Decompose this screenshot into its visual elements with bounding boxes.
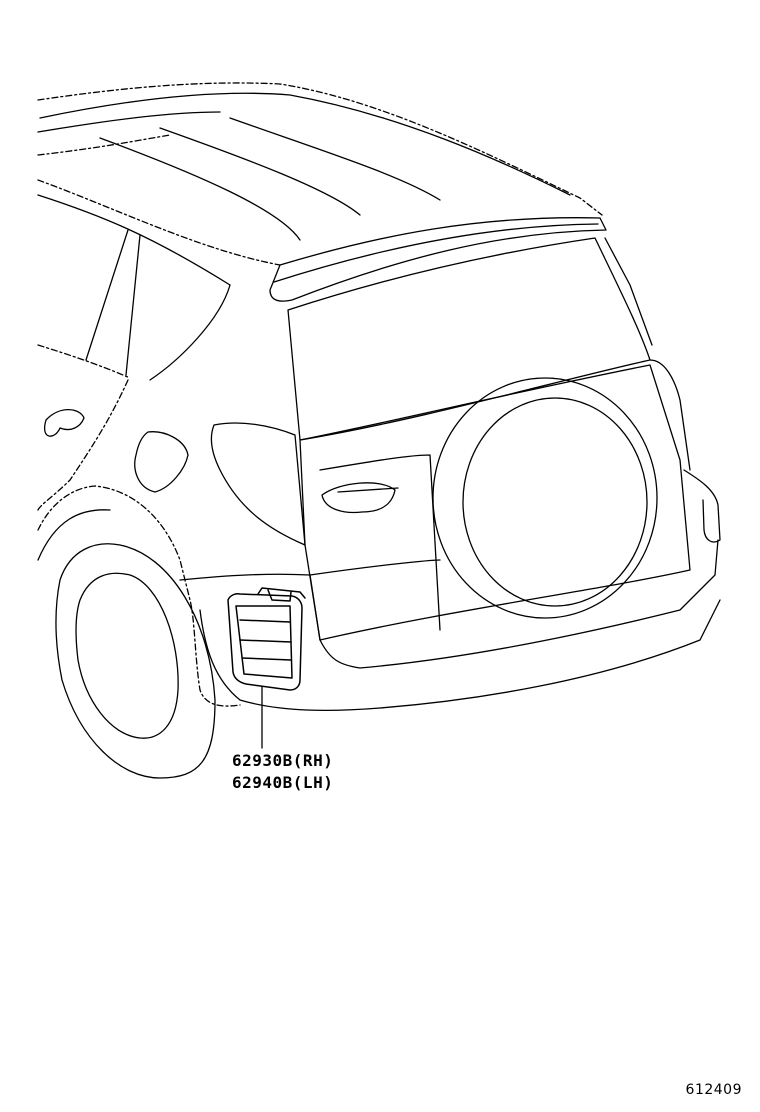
figure-id: 612409 bbox=[685, 1082, 742, 1098]
rear-spoiler bbox=[269, 217, 607, 302]
tailgate bbox=[299, 359, 721, 641]
side-body bbox=[37, 179, 281, 511]
rear-bumper bbox=[179, 539, 721, 712]
rear-wheel bbox=[55, 543, 216, 779]
roof-outline bbox=[37, 82, 603, 241]
spare-tire bbox=[432, 377, 658, 619]
rear-wheel-arch bbox=[37, 485, 241, 707]
roof-rails bbox=[39, 92, 571, 196]
rear-glass bbox=[287, 237, 653, 441]
tailgate-handle bbox=[321, 482, 399, 514]
tail-lamp bbox=[210, 422, 306, 546]
air-outlet-duct bbox=[227, 587, 306, 691]
part-label-rh: 62930B(RH) bbox=[232, 751, 334, 770]
fuel-door bbox=[134, 431, 189, 493]
part-label-lh: 62940B(LH) bbox=[232, 773, 334, 792]
side-door-handle bbox=[44, 408, 85, 437]
